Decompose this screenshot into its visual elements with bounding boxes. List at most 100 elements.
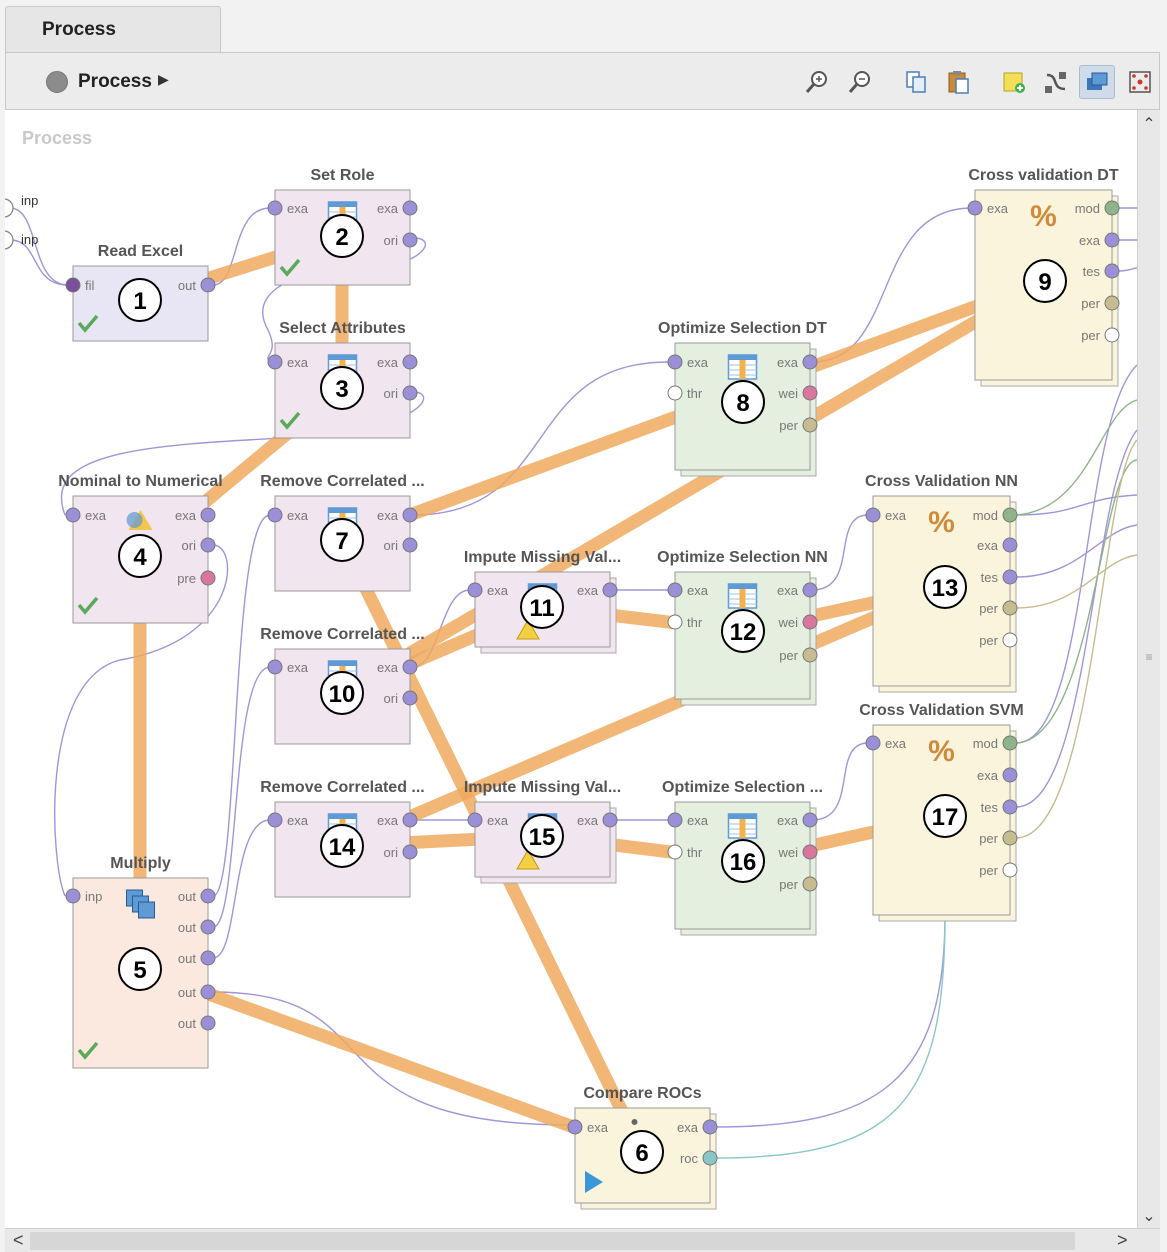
output-port-pre[interactable] xyxy=(200,570,216,586)
vertical-scrollbar[interactable]: ⌃ ≡ ⌄ xyxy=(1137,110,1160,1228)
input-port-thr[interactable] xyxy=(667,385,683,401)
output-port-exa[interactable] xyxy=(802,354,818,370)
output-port-out[interactable] xyxy=(200,1015,216,1031)
output-port-exa[interactable] xyxy=(402,812,418,828)
input-port-exa[interactable] xyxy=(667,812,683,828)
output-port-mod[interactable] xyxy=(1002,507,1018,523)
output-port-ori[interactable] xyxy=(402,690,418,706)
zoom-out-icon[interactable] xyxy=(842,65,878,99)
output-port-out[interactable] xyxy=(200,888,216,904)
scroll-left-icon[interactable]: < xyxy=(13,1230,24,1250)
output-port-ori[interactable] xyxy=(402,232,418,248)
input-port-exa[interactable] xyxy=(65,507,81,523)
input-port-fil[interactable] xyxy=(65,277,81,293)
output-port-exa[interactable] xyxy=(1002,537,1018,553)
output-port-exa[interactable] xyxy=(702,1119,718,1135)
output-port-exa[interactable] xyxy=(402,507,418,523)
input-port-exa[interactable] xyxy=(267,812,283,828)
input-port-exa[interactable] xyxy=(567,1119,583,1135)
output-port-ori[interactable] xyxy=(402,537,418,553)
input-port-exa[interactable] xyxy=(267,659,283,675)
tab-process[interactable]: Process xyxy=(5,6,221,52)
layers-icon[interactable] xyxy=(1079,65,1115,99)
output-port-tes[interactable] xyxy=(1002,569,1018,585)
horizontal-scroll-thumb[interactable] xyxy=(30,1232,1075,1250)
output-port-ori[interactable] xyxy=(402,385,418,401)
output-port-exa[interactable] xyxy=(402,200,418,216)
input-port-exa[interactable] xyxy=(267,200,283,216)
scroll-grip-icon[interactable]: ≡ xyxy=(1145,650,1153,664)
zoom-in-icon[interactable] xyxy=(799,65,835,99)
input-port-exa[interactable] xyxy=(967,200,983,216)
output-port-per[interactable] xyxy=(802,417,818,433)
output-port-exa[interactable] xyxy=(402,659,418,675)
input-port-exa[interactable] xyxy=(667,354,683,370)
output-port-out[interactable] xyxy=(200,984,216,1000)
input-port-exa[interactable] xyxy=(267,354,283,370)
output-port-exa[interactable] xyxy=(602,582,618,598)
input-port-exa[interactable] xyxy=(467,812,483,828)
output-port-exa[interactable] xyxy=(602,812,618,828)
scroll-down-icon[interactable]: ⌄ xyxy=(1142,1208,1156,1225)
output-port-out[interactable] xyxy=(200,919,216,935)
scroll-right-icon[interactable]: > xyxy=(1117,1230,1128,1250)
output-port-out[interactable] xyxy=(200,277,216,293)
breadcrumb-arrow-icon[interactable]: ▶ xyxy=(158,71,169,87)
auto-wire-icon[interactable] xyxy=(1038,65,1074,99)
output-port-per[interactable] xyxy=(1002,862,1018,878)
output-port-per[interactable] xyxy=(1104,295,1120,311)
process-root-icon[interactable] xyxy=(46,71,68,93)
process-canvas[interactable]: Process xyxy=(5,110,1137,1228)
output-port-per[interactable] xyxy=(802,876,818,892)
input-port-inp[interactable] xyxy=(65,888,81,904)
output-port-wei[interactable] xyxy=(802,614,818,630)
output-port-exa[interactable] xyxy=(1104,232,1120,248)
output-port-ori[interactable] xyxy=(200,537,216,553)
output-port-roc[interactable] xyxy=(702,1150,718,1166)
output-port-per[interactable] xyxy=(1104,327,1120,343)
output-port-mod[interactable] xyxy=(1002,735,1018,751)
output-port-exa[interactable] xyxy=(200,507,216,523)
input-port-exa[interactable] xyxy=(865,507,881,523)
output-port-mod[interactable] xyxy=(1104,200,1120,216)
output-port-per[interactable] xyxy=(1002,830,1018,846)
output-port-wei[interactable] xyxy=(802,844,818,860)
arrange-icon[interactable] xyxy=(1122,65,1158,99)
input-port-thr[interactable] xyxy=(667,614,683,630)
output-port-tes[interactable] xyxy=(1104,263,1120,279)
horizontal-scrollbar[interactable]: < > xyxy=(5,1228,1160,1252)
input-port-exa[interactable] xyxy=(467,582,483,598)
scroll-up-icon[interactable]: ⌃ xyxy=(1142,116,1156,133)
output-port-per[interactable] xyxy=(1002,600,1018,616)
output-port-tes[interactable] xyxy=(1002,799,1018,815)
output-port-ori[interactable] xyxy=(402,844,418,860)
input-port-exa[interactable] xyxy=(667,582,683,598)
input-port-exa[interactable] xyxy=(267,507,283,523)
output-port-exa[interactable] xyxy=(402,354,418,370)
output-port-per[interactable] xyxy=(802,647,818,663)
output-port-out[interactable] xyxy=(200,950,216,966)
output-port-wei[interactable] xyxy=(802,385,818,401)
breadcrumb[interactable]: Process xyxy=(78,71,152,92)
output-port-exa[interactable] xyxy=(802,812,818,828)
output-port-exa[interactable] xyxy=(1002,767,1018,783)
paste-icon[interactable] xyxy=(940,65,976,99)
play-icon[interactable] xyxy=(585,1171,603,1193)
input-port-exa[interactable] xyxy=(865,735,881,751)
